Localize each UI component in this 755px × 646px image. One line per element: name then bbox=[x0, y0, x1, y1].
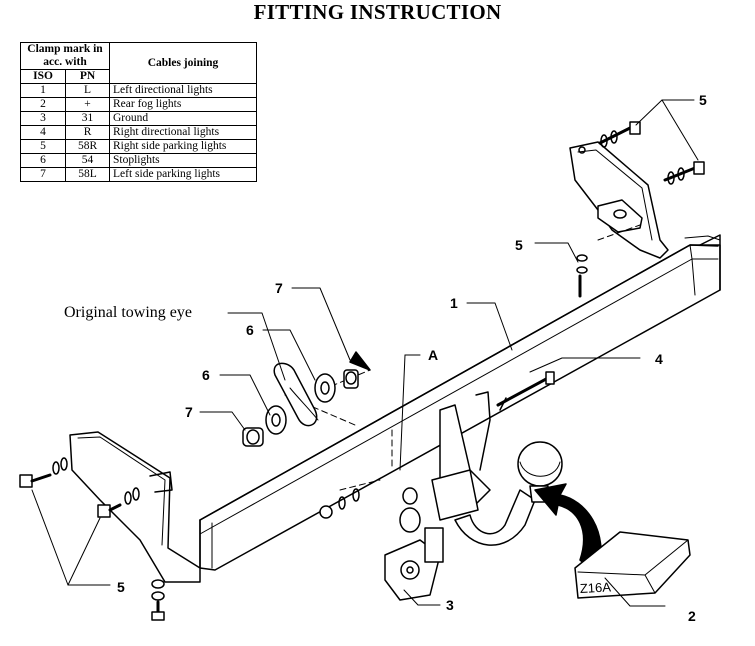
spacer-washer-6-upper bbox=[314, 373, 336, 403]
bolt-5-bottom bbox=[151, 579, 165, 621]
cable-cell: Left side parking lights bbox=[109, 167, 257, 182]
crossbar bbox=[199, 234, 721, 571]
ball-neck-bracket bbox=[431, 391, 491, 521]
cables-joining-header: Cables joining bbox=[109, 42, 257, 84]
left-bracket bbox=[69, 431, 201, 583]
pn-header: PN bbox=[65, 69, 110, 84]
label-7-upper: 7 bbox=[275, 280, 283, 296]
page-title: FITTING INSTRUCTION bbox=[253, 0, 502, 24]
spacer-7-upper bbox=[343, 369, 359, 389]
pn-cell: 58R bbox=[65, 139, 110, 154]
label-3: 3 bbox=[446, 597, 454, 613]
clamp-mark-header: Clamp mark in acc. with bbox=[20, 42, 110, 70]
ball-marking-label: Z16A bbox=[580, 579, 612, 596]
arrow-head-7 bbox=[349, 351, 371, 371]
iso-cell: 7 bbox=[19, 167, 67, 182]
cable-cell: Right directional lights bbox=[109, 125, 257, 140]
label-5-bottom: 5 bbox=[117, 579, 125, 595]
label-5-top: 5 bbox=[699, 92, 707, 108]
spacer-7-lower bbox=[242, 427, 264, 447]
nuts-a bbox=[319, 488, 360, 519]
leader-lines bbox=[31, 99, 699, 607]
bolts-5-top bbox=[598, 121, 705, 185]
label-1: 1 bbox=[450, 295, 458, 311]
iso-cell: 4 bbox=[19, 125, 67, 140]
tow-ball bbox=[454, 441, 563, 546]
label-7-lower: 7 bbox=[185, 404, 193, 420]
towing-eye-label: Original towing eye bbox=[64, 304, 192, 321]
right-bracket bbox=[569, 141, 669, 259]
bolts-5-left bbox=[19, 457, 140, 518]
label-6-lower: 6 bbox=[202, 367, 210, 383]
bolt-4 bbox=[496, 371, 555, 411]
cable-joining-table: Clamp mark in acc. with Cables joining I… bbox=[19, 42, 257, 182]
label-6-upper: 6 bbox=[246, 322, 254, 338]
cable-cell: Right side parking lights bbox=[109, 139, 257, 154]
label-2: 2 bbox=[688, 608, 696, 624]
label-5-middle: 5 bbox=[515, 237, 523, 253]
bolt-5-middle bbox=[576, 254, 588, 298]
spacer-washer-6-lower bbox=[265, 405, 287, 435]
ball-arrow bbox=[534, 483, 602, 576]
electrical-socket bbox=[384, 487, 444, 601]
label-4: 4 bbox=[655, 351, 663, 367]
label-a: A bbox=[428, 347, 438, 363]
ball-marking-box bbox=[574, 531, 691, 599]
